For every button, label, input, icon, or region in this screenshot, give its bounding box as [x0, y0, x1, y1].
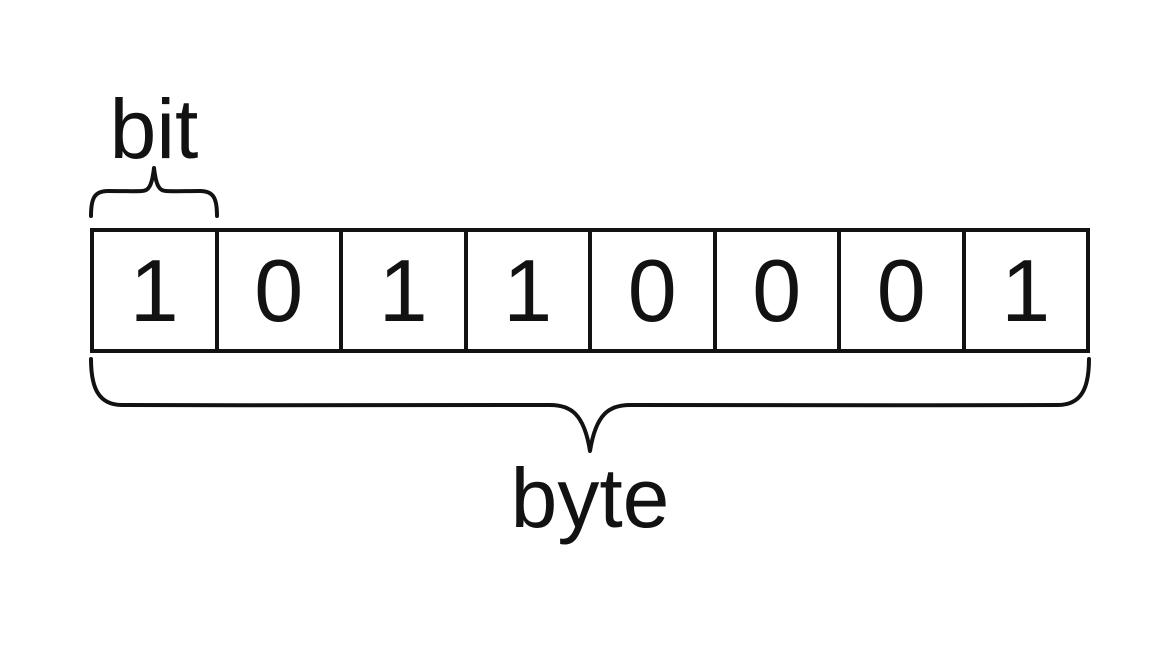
bit-value: 1: [129, 240, 179, 340]
bit-cell: 1: [94, 232, 219, 349]
bit-cell: 0: [717, 232, 841, 349]
bit-value: 1: [1001, 240, 1051, 340]
bit-cell: 0: [592, 232, 717, 349]
bit-value: 1: [503, 240, 553, 340]
byte-label: byte: [510, 451, 670, 545]
byte-row: 1 0 1 1 0 0 0 1: [90, 228, 1090, 353]
bit-cell: 1: [343, 232, 468, 349]
bit-label: bit: [109, 82, 199, 176]
bit-cell: 1: [966, 232, 1087, 349]
bit-brace: [89, 166, 219, 218]
bit-cell: 0: [841, 232, 966, 349]
bit-cell: 0: [219, 232, 343, 349]
bit-value: 1: [378, 240, 428, 340]
bit-value: 0: [752, 240, 802, 340]
bit-value: 0: [876, 240, 926, 340]
bit-cell: 1: [468, 232, 592, 349]
byte-brace: [89, 357, 1091, 453]
bit-value: 0: [254, 240, 304, 340]
bit-value: 0: [627, 240, 677, 340]
